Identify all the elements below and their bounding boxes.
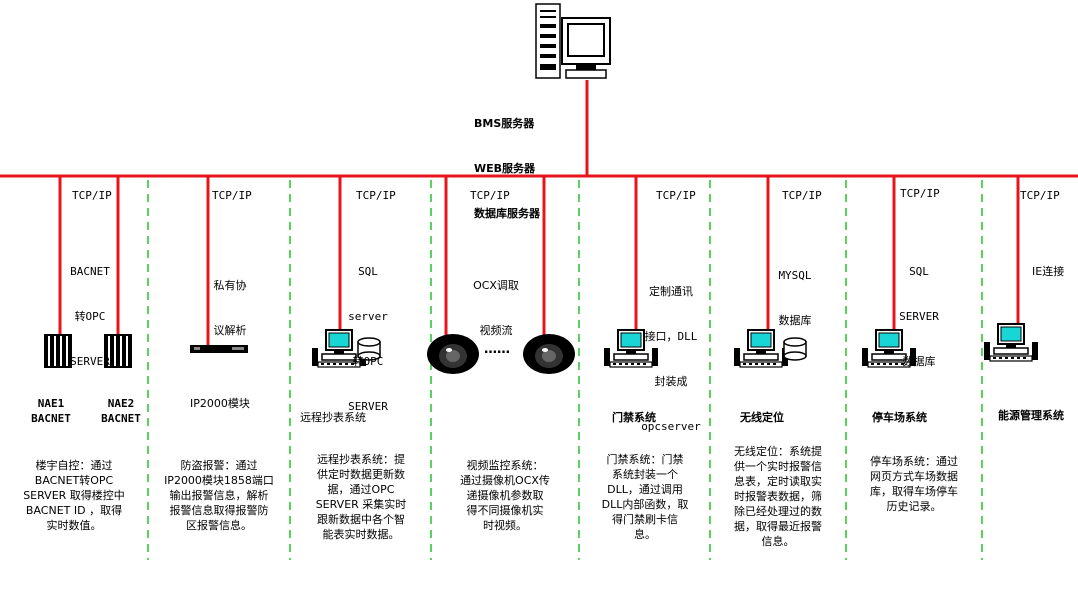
interface-label-bas: BACNET 转OPC SERVER: [60, 234, 120, 384]
protocol-label: TCP/IP: [470, 189, 510, 202]
system-name-energy: 能源管理系统: [998, 409, 1064, 422]
description-video: 视频监控系统： 通过摄像机OCX传 递摄像机参数取 得不同摄像机实 时视频。: [460, 459, 550, 532]
interface-line: SQL: [358, 265, 378, 278]
system-name-meter: 远程抄表系统: [300, 411, 366, 424]
interface-line: 私有协: [213, 279, 247, 292]
server-label-line: BMS服务器: [474, 117, 535, 130]
drop-lines: [58, 176, 1020, 345]
interface-line: server: [348, 310, 388, 323]
system-name-access: 门禁系统: [612, 411, 656, 424]
interface-line: SERVER: [70, 355, 110, 368]
interface-line: opcserver: [641, 420, 701, 433]
interface-line: 接口，DLL: [644, 330, 698, 343]
system-name-parking: 停车场系统: [872, 411, 927, 424]
description-meter: 远程抄表系统：提 供定时数据更新数 据，通过OPC SERVER 采集实时 跟新…: [315, 453, 407, 541]
database-icon: [783, 337, 807, 361]
column-dividers: [147, 180, 983, 560]
interface-line: 定制通讯: [649, 285, 693, 298]
interface-line: SERVER: [348, 400, 388, 413]
interface-line: OCX调取: [473, 279, 519, 292]
interface-line: 视频流: [479, 324, 513, 337]
system-name-wireless: 无线定位: [740, 411, 784, 424]
interface-line: SERVER: [899, 310, 939, 323]
nae-controller-icon: [44, 334, 72, 368]
server-label-line: 数据库服务器: [474, 207, 540, 220]
interface-line: MYSQL: [778, 269, 812, 282]
interface-label-access: 定制通讯 接口，DLL 封装成 opcserver: [636, 254, 706, 449]
nae-controller-icon: [104, 334, 132, 368]
description-access: 门禁系统：门禁 系统封装一个 DLL，通过调用 DLL内部函数，取 得门禁刷卡信…: [601, 453, 689, 541]
interface-label-energy: IE连接: [1032, 265, 1065, 278]
interface-line: 议解析: [213, 324, 247, 337]
dome-camera-icon: [427, 334, 479, 374]
protocol-label: TCP/IP: [656, 189, 696, 202]
protocol-label: TCP/IP: [356, 189, 396, 202]
description-alarm: 防盗报警：通过 IP2000模块1858端口 输出报警信息，解析 报警信息取得报…: [164, 459, 274, 532]
device-label-nae1: NAE1 BACNET: [31, 397, 71, 425]
interface-label-video: OCX调取 视频流: [466, 248, 526, 353]
interface-line: 数据库: [902, 355, 936, 368]
dome-camera-icon: [523, 334, 575, 374]
workstation-icon: [734, 329, 788, 368]
workstation-icon: [604, 329, 658, 368]
database-icon: [357, 337, 381, 361]
server-label: BMS服务器 WEB服务器 数据库服务器: [474, 86, 540, 236]
interface-label-parking: SQL SERVER 数据库: [896, 234, 942, 384]
description-wireless: 无线定位：系统提 供一个实时报警信 息表，定时读取实 时报警表数据，筛 除已经处…: [734, 445, 822, 548]
interface-line: 封装成: [654, 375, 688, 388]
interface-line: 转OPC: [352, 355, 384, 368]
device-label-nae2: NAE2 BACNET: [101, 397, 141, 425]
server-label-line: WEB服务器: [474, 162, 536, 175]
description-bas: 楼宇自控：通过 BACNET转OPC SERVER 取得楼控中 BACNET I…: [23, 459, 125, 532]
server-computer-icon: [535, 3, 611, 79]
protocol-label: TCP/IP: [782, 189, 822, 202]
interface-line: SQL: [909, 265, 929, 278]
interface-label-meter: SQL server 转OPC SERVER: [340, 234, 396, 429]
ip2000-module-icon: [190, 345, 248, 353]
interface-label-alarm: 私有协 议解析: [210, 248, 250, 353]
camera-ellipsis: ……: [484, 342, 510, 357]
interface-line: BACNET: [70, 265, 110, 278]
interface-line: 转OPC: [74, 310, 106, 323]
protocol-label: TCP/IP: [1020, 189, 1060, 202]
protocol-label: TCP/IP: [900, 187, 940, 200]
protocol-label: TCP/IP: [212, 189, 252, 202]
workstation-icon: [862, 329, 916, 368]
interface-label-wireless: MYSQL 数据库: [770, 238, 820, 343]
workstation-icon: [984, 323, 1038, 362]
description-parking: 停车场系统：通过 网页方式车场数据 库，取得车场停车 历史记录。: [870, 455, 958, 513]
protocol-label: TCP/IP: [72, 189, 112, 202]
interface-line: 数据库: [778, 314, 812, 327]
device-label-ip2000: IP2000模块: [190, 397, 250, 410]
